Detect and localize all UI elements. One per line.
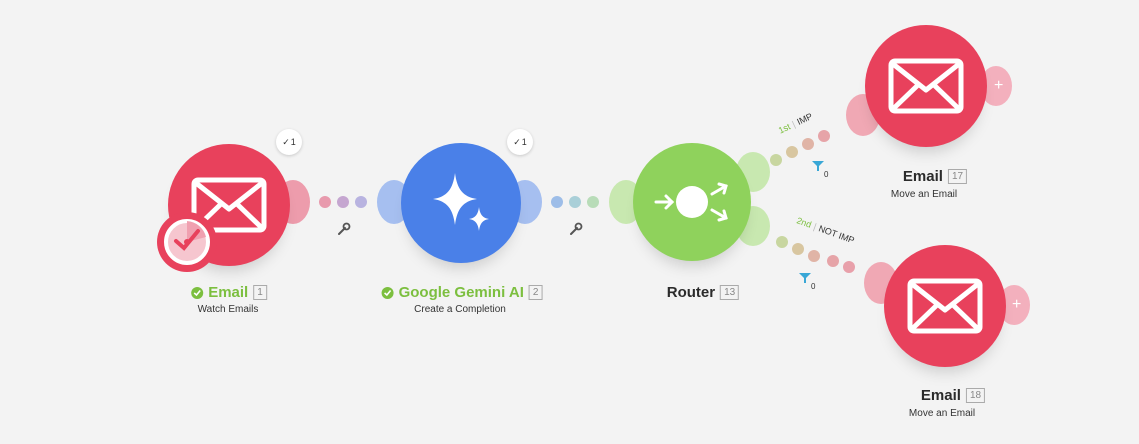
module-1-subtitle: Watch Emails — [197, 304, 259, 315]
module-id: 1 — [253, 285, 267, 300]
module-id: 18 — [965, 388, 986, 403]
connector-dot — [551, 196, 563, 208]
module-id: 13 — [720, 285, 740, 300]
module-gemini[interactable] — [401, 143, 521, 263]
check-multiple-icon: ✓ — [282, 136, 290, 147]
wrench-icon[interactable] — [337, 222, 351, 236]
module-id: 17 — [947, 169, 968, 184]
connector-dot — [776, 236, 788, 248]
module-email-move-17[interactable] — [865, 25, 987, 147]
router-title: Router 13 — [667, 284, 740, 301]
connector-dot — [843, 261, 855, 273]
route-2-label[interactable]: 2nd|NOT IMP — [795, 215, 856, 246]
sparkle-icon — [433, 173, 489, 231]
filter-icon — [799, 273, 811, 283]
envelope-icon — [888, 58, 964, 114]
connector-dot — [587, 196, 599, 208]
module-17-subtitle: Move an Email — [890, 189, 958, 200]
module-18-subtitle: Move an Email — [908, 408, 976, 419]
connector-dot — [786, 146, 798, 158]
schedule-clock-icon[interactable] — [157, 212, 217, 272]
connector-dot — [319, 196, 331, 208]
envelope-icon — [907, 278, 983, 334]
connector-dot — [802, 138, 814, 150]
module-17-title: Email 17 — [903, 168, 968, 185]
module-email-move-18[interactable] — [884, 245, 1006, 367]
connector-dot — [808, 250, 820, 262]
connector-dot — [792, 243, 804, 255]
connector-dot — [827, 255, 839, 267]
module-1-operations-badge[interactable]: ✓ 1 — [276, 129, 302, 155]
module-2-title: Google Gemini AI 2 — [381, 284, 543, 301]
check-icon — [191, 286, 204, 299]
connector-dot — [818, 130, 830, 142]
connector-dot — [355, 196, 367, 208]
route-2-filter[interactable]: 0 — [799, 272, 817, 292]
module-id: 2 — [528, 285, 543, 300]
check-icon — [381, 286, 394, 299]
connector-dot — [770, 154, 782, 166]
route-1-filter[interactable]: 0 — [812, 160, 830, 180]
connector-dot — [569, 196, 581, 208]
module-2-operations-badge[interactable]: ✓ 1 — [507, 129, 533, 155]
filter-icon — [812, 161, 824, 171]
module-router[interactable] — [633, 143, 751, 261]
module-1-title: Email 1 — [191, 284, 267, 301]
module-18-title: Email 18 — [921, 387, 986, 404]
connector-dot — [337, 196, 349, 208]
check-multiple-icon: ✓ — [513, 136, 521, 147]
route-1-label[interactable]: 1st|IMP — [776, 111, 815, 136]
wrench-icon[interactable] — [569, 222, 583, 236]
router-icon — [654, 182, 728, 222]
module-2-subtitle: Create a Completion — [414, 304, 506, 315]
